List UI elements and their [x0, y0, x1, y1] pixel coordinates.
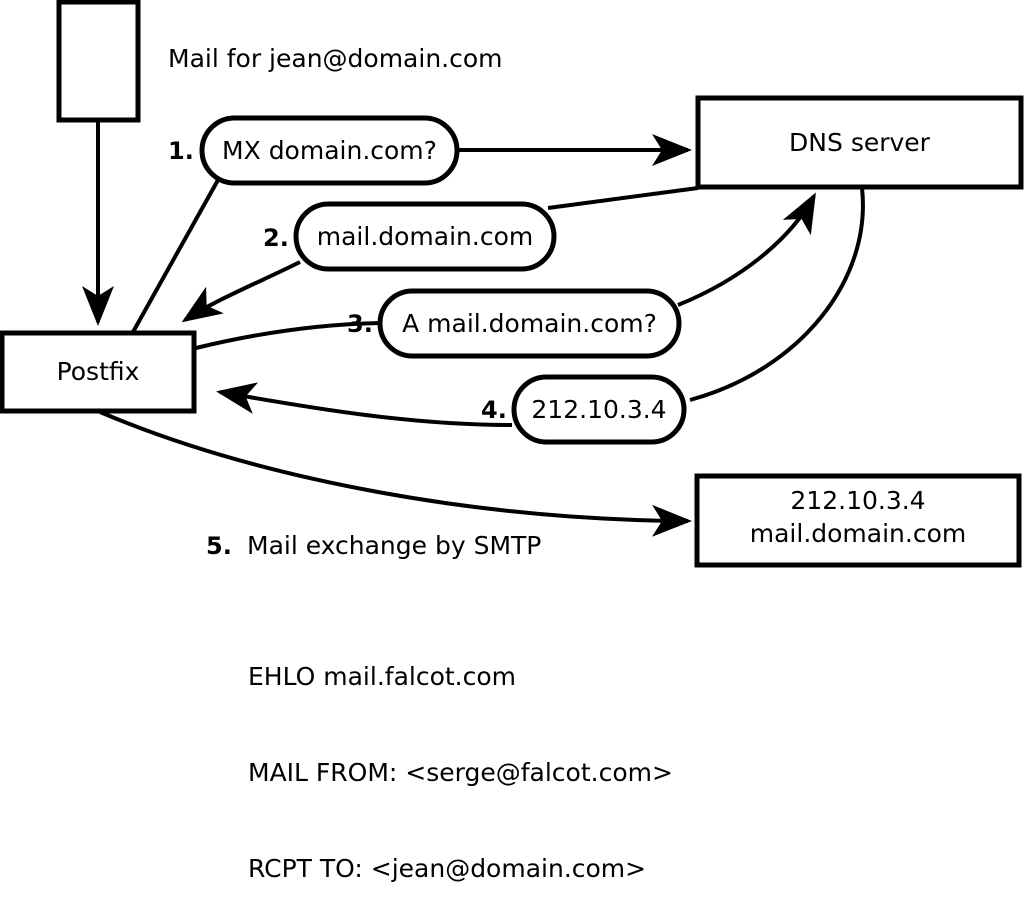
connector-dns-to-step4 — [689, 187, 865, 402]
connector-dns-to-step2 — [547, 186, 699, 210]
mail-server-box — [694, 473, 1022, 568]
step-2-label: mail.domain.com — [316, 222, 534, 251]
dns-server-box-label: DNS server — [789, 128, 930, 157]
step-3-label: A mail.domain.com? — [402, 309, 657, 338]
arrow-step2-to-postfix — [181, 260, 301, 323]
smtp-transcript: EHLO mail.falcot.com MAIL FROM: <serge@f… — [248, 597, 673, 919]
step-5-label: Mail exchange by SMTP — [247, 531, 542, 560]
arrow-step3-to-dns — [677, 192, 816, 307]
arrow-step4-to-postfix — [216, 382, 513, 427]
step-3-bubble — [377, 288, 682, 359]
step-4-bubble — [511, 374, 687, 445]
smtp-line: EHLO mail.falcot.com — [248, 662, 517, 691]
step-4-label: 212.10.3.4 — [531, 395, 667, 424]
postfix-box — [0, 330, 197, 414]
sender-box — [56, 0, 141, 123]
arrow-step5-smtp — [99, 410, 692, 537]
postfix-box-label: Postfix — [56, 357, 140, 386]
mail-server-box-hostname: mail.domain.com — [749, 519, 967, 548]
step-4-number: 4. — [481, 396, 507, 424]
step-1-bubble — [199, 115, 460, 186]
step-5-number: 5. — [206, 532, 232, 560]
step-2-number: 2. — [263, 224, 289, 252]
connector-postfix-to-step3 — [195, 321, 381, 350]
smtp-line: MAIL FROM: <serge@falcot.com> — [248, 758, 673, 787]
step-2-bubble — [293, 201, 557, 272]
dns-server-box — [695, 95, 1024, 190]
mail-server-box-ip: 212.10.3.4 — [790, 486, 926, 515]
page-title: Mail for jean@domain.com — [168, 44, 503, 73]
smtp-line: RCPT TO: <jean@domain.com> — [248, 854, 647, 883]
step-1-label: MX domain.com? — [222, 136, 437, 165]
step-1-number: 1. — [168, 137, 194, 165]
step-3-number: 3. — [347, 310, 373, 338]
connector-step1-tail — [131, 179, 220, 333]
